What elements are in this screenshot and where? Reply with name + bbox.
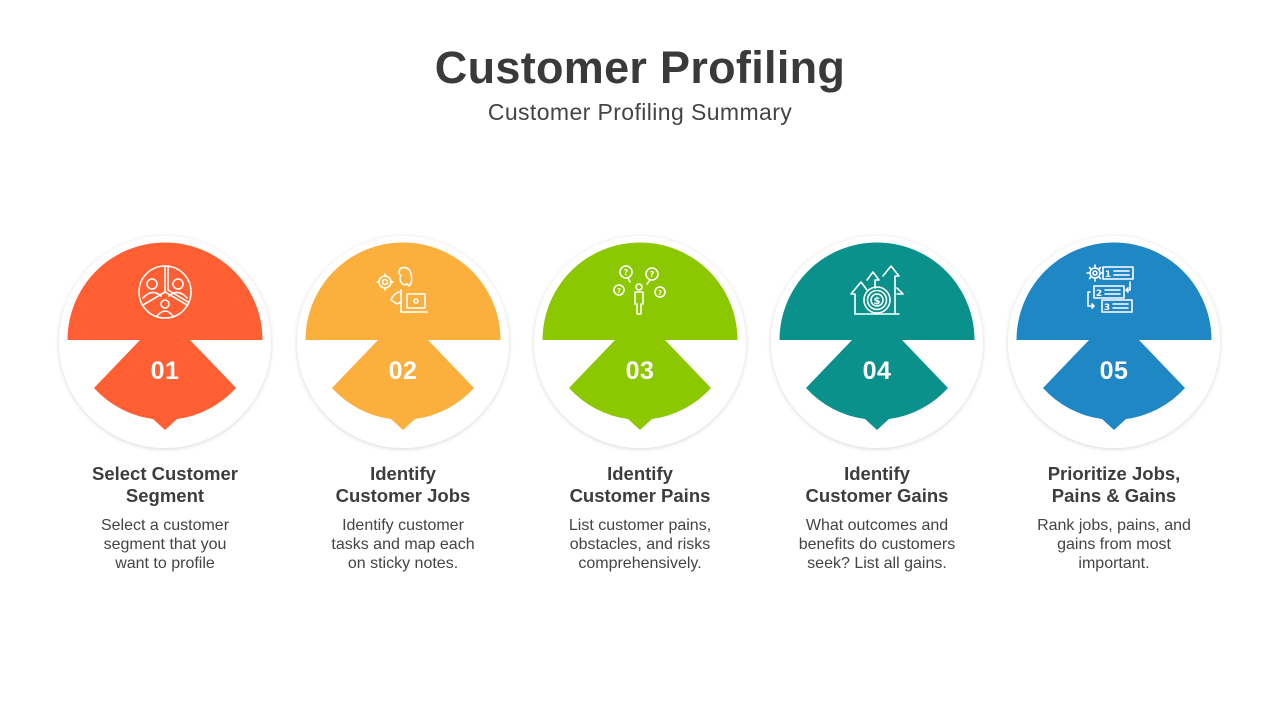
step-description-line: What outcomes and bbox=[805, 517, 949, 534]
step-heading-line: Customer Jobs bbox=[335, 485, 471, 506]
step-heading-line: Identify bbox=[844, 463, 910, 484]
step-heading-line: Prioritize Jobs, bbox=[1047, 463, 1181, 484]
step-description: What outcomes and benefits do customers … bbox=[757, 516, 997, 573]
svg-text:1: 1 bbox=[1105, 270, 1111, 280]
step-description-line: gains from most bbox=[1057, 536, 1171, 553]
step-description: List customer pains, obstacles, and risk… bbox=[520, 516, 760, 573]
step-card-2: 02 Identify Customer Jobs Identify custo… bbox=[283, 0, 523, 720]
step-description-line: Rank jobs, pains, and bbox=[1037, 517, 1191, 534]
step-description-line: segment that you bbox=[103, 536, 227, 553]
step-card-5: 1 2 3 05 Prioritize Jobs, Pains & Gains … bbox=[994, 0, 1234, 720]
step-heading: Select Customer Segment bbox=[45, 463, 285, 507]
step-description-line: comprehensively. bbox=[578, 555, 702, 572]
step-description: Select a customer segment that you want … bbox=[45, 516, 285, 573]
step-heading: Prioritize Jobs, Pains & Gains bbox=[994, 463, 1234, 507]
step-heading-line: Identify bbox=[607, 463, 673, 484]
page-subtitle: Customer Profiling Summary bbox=[487, 99, 793, 125]
step-heading-line: Pains & Gains bbox=[1051, 485, 1177, 506]
step-description-line: obstacles, and risks bbox=[569, 536, 711, 553]
step-card-3: ? ? ? ? 03 Identify Customer Pains List … bbox=[520, 0, 760, 720]
step-number: 04 bbox=[862, 357, 892, 385]
page-title: Customer Profiling bbox=[434, 42, 846, 93]
step-description-line: benefits do customers bbox=[798, 536, 956, 553]
step-heading-line: Identify bbox=[370, 463, 436, 484]
step-description-line: important. bbox=[1078, 555, 1150, 572]
step-description-line: Select a customer bbox=[100, 517, 230, 534]
svg-text:?: ? bbox=[658, 289, 662, 297]
step-badge-5 bbox=[1004, 232, 1224, 452]
step-heading-line: Select Customer bbox=[92, 463, 238, 484]
step-description-line: Identify customer bbox=[342, 517, 464, 534]
step-description-line: tasks and map each bbox=[331, 536, 475, 553]
step-number: 01 bbox=[150, 357, 180, 385]
step-number: 02 bbox=[388, 357, 418, 385]
step-description: Identify customer tasks and map each on … bbox=[283, 516, 523, 573]
step-heading: Identify Customer Jobs bbox=[283, 463, 523, 507]
step-badge-1 bbox=[55, 232, 275, 452]
step-description-line: List customer pains, bbox=[568, 517, 712, 534]
person-laptop-gear-icon bbox=[373, 262, 433, 322]
step-number: 03 bbox=[625, 357, 655, 385]
step-badge-3 bbox=[530, 232, 750, 452]
step-heading: Identify Customer Pains bbox=[520, 463, 760, 507]
step-description-line: seek? List all gains. bbox=[807, 555, 947, 572]
dollar-growth-arrows-icon: $ bbox=[847, 262, 907, 322]
svg-text:$: $ bbox=[874, 296, 881, 307]
step-description-line: on sticky notes. bbox=[347, 555, 459, 572]
svg-text:?: ? bbox=[617, 287, 621, 295]
svg-text:3: 3 bbox=[1104, 303, 1110, 313]
step-description: Rank jobs, pains, and gains from most im… bbox=[994, 516, 1234, 573]
step-badge-2 bbox=[293, 232, 513, 452]
step-description-line: want to profile bbox=[115, 555, 215, 572]
person-questions-icon: ? ? ? ? bbox=[610, 262, 670, 322]
step-card-1: 01 Select Customer Segment Select a cust… bbox=[45, 0, 285, 720]
step-heading-line: Segment bbox=[125, 485, 205, 506]
svg-text:2: 2 bbox=[1096, 289, 1102, 299]
ranked-list-gear-icon: 1 2 3 bbox=[1084, 262, 1144, 322]
svg-text:?: ? bbox=[624, 268, 629, 277]
step-heading-line: Customer Gains bbox=[805, 485, 949, 506]
step-card-4: $ 04 Identify Customer Gains What outcom… bbox=[757, 0, 997, 720]
step-heading-line: Customer Pains bbox=[569, 485, 711, 506]
customer-segment-pie-icon bbox=[135, 262, 195, 322]
step-number: 05 bbox=[1099, 357, 1129, 385]
step-heading: Identify Customer Gains bbox=[757, 463, 997, 507]
svg-text:?: ? bbox=[650, 270, 655, 279]
